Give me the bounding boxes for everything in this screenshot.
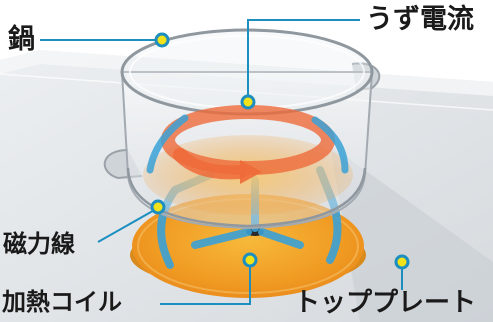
- magnetic-flux-leader-line: [97, 207, 159, 243]
- eddy-current-marker-dot: [240, 94, 256, 110]
- top-plate-label: トッププレート: [294, 288, 477, 318]
- eddy-current-ring: [161, 105, 335, 184]
- magnetic-flux-label: 磁力線: [3, 230, 75, 258]
- eddy-current-label: うず電流: [366, 4, 474, 35]
- heating-coil-label: 加熱コイル: [2, 288, 122, 316]
- magnetic-flux-marker-dot: [150, 199, 166, 215]
- leader-lines: [40, 19, 403, 305]
- heating-coil-marker-dot: [242, 252, 258, 268]
- top-plate-marker-dot: [394, 254, 410, 270]
- heating-coil-leader-line: [160, 262, 251, 305]
- pot: [103, 28, 381, 230]
- eddy-current-leader-line: [247, 19, 360, 100]
- pot-marker-dot: [154, 32, 170, 48]
- marker-dots: [150, 32, 410, 270]
- inner-flux-arrows: [146, 114, 349, 174]
- pot-label: 鍋: [8, 24, 35, 55]
